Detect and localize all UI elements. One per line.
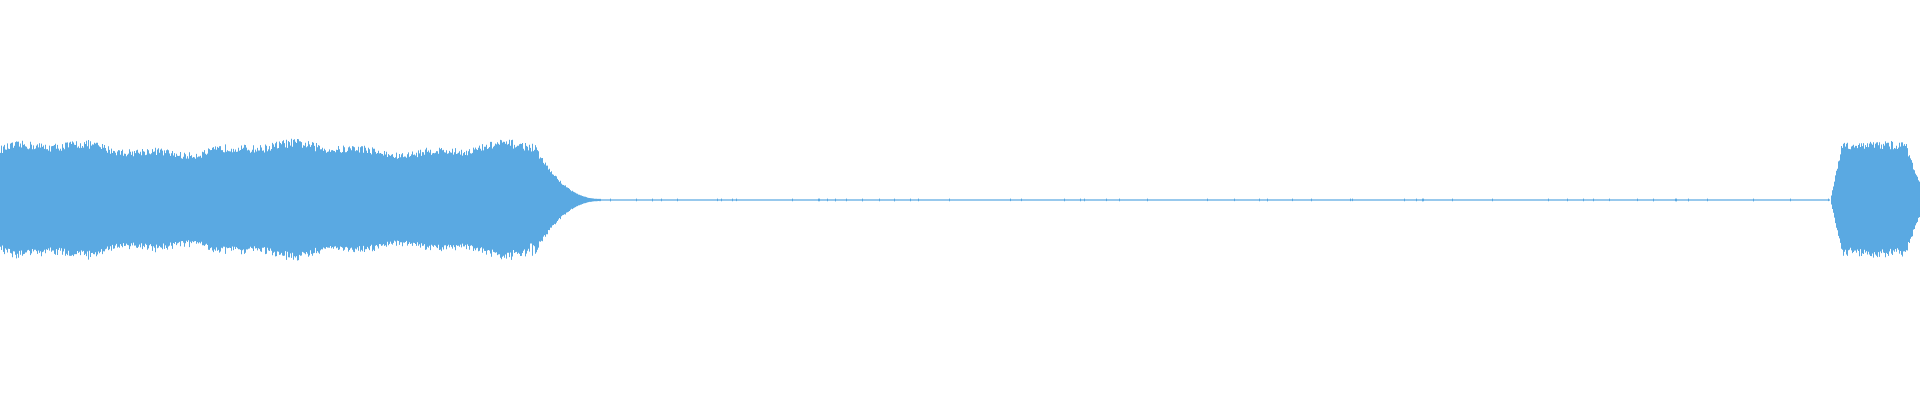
waveform-path xyxy=(0,138,1920,261)
